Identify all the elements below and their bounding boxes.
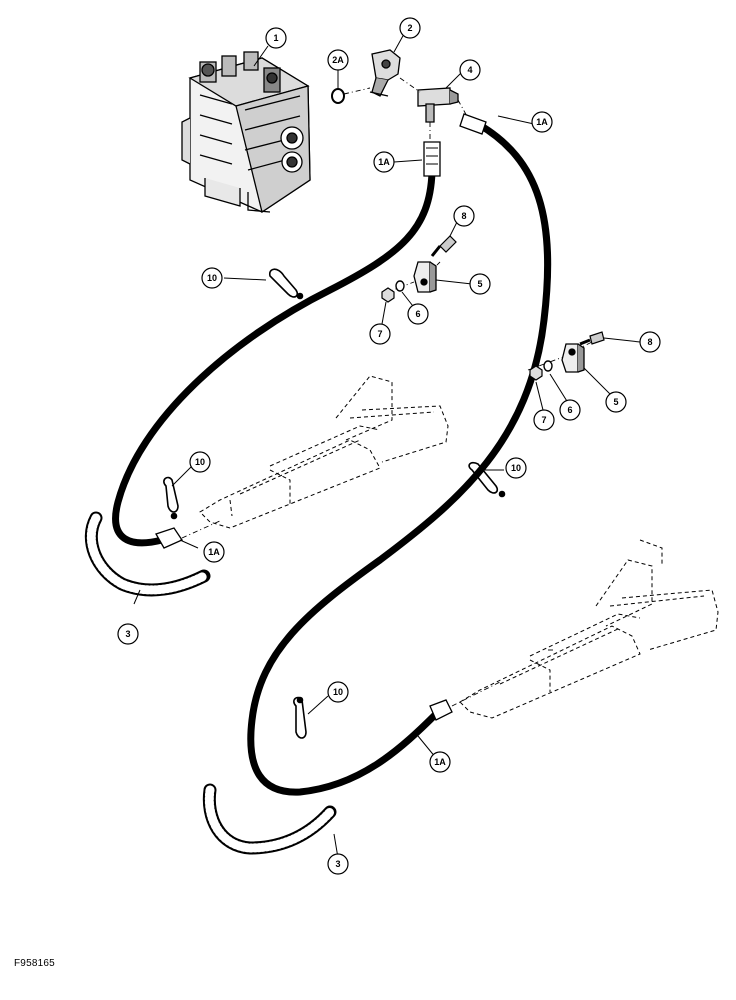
callout-circle — [533, 409, 555, 431]
callout-label: 6 — [567, 405, 572, 415]
callout-6-upper: 6 — [407, 303, 429, 325]
callout-1a-middle: 1A — [203, 541, 225, 563]
callout-10-lower: 10 — [327, 681, 349, 703]
callout-circle — [327, 681, 349, 703]
callout-label: 2 — [407, 23, 412, 33]
callout-circle — [429, 751, 451, 773]
hose-tie-lower — [293, 696, 307, 739]
callout-2a: 2A — [327, 49, 349, 71]
control-valve — [181, 51, 311, 214]
callout-8-upper: 8 — [453, 205, 475, 227]
clamp-lower — [561, 343, 585, 373]
callout-circle — [203, 541, 225, 563]
callout-5-upper: 5 — [469, 273, 491, 295]
bolt-upper — [430, 235, 457, 257]
callout-6-lower: 6 — [559, 399, 581, 421]
callout-2: 2 — [399, 17, 421, 39]
callout-label: 2A — [332, 55, 344, 65]
callout-3-upper: 3 — [117, 623, 139, 645]
callout-label: 6 — [415, 309, 420, 319]
callout-circle — [369, 323, 391, 345]
callout-label: 10 — [207, 273, 217, 283]
callout-8-lower: 8 — [639, 331, 661, 353]
callout-circle — [201, 267, 223, 289]
callout-circle — [605, 391, 627, 413]
callout-circle — [117, 623, 139, 645]
callout-label: 10 — [333, 687, 343, 697]
nut-upper — [381, 287, 395, 303]
callout-circle — [327, 853, 349, 875]
callout-7-lower: 7 — [533, 409, 555, 431]
callout-label: 10 — [195, 457, 205, 467]
callout-circle — [459, 59, 481, 81]
protective-sleeve-upper — [84, 511, 211, 597]
callout-circle — [189, 451, 211, 473]
callout-circle — [531, 111, 553, 133]
callout-label: 3 — [335, 859, 340, 869]
washer-lower — [543, 360, 553, 372]
tee-fitting — [417, 87, 459, 123]
callout-label: 1A — [208, 547, 220, 557]
callout-label: 3 — [125, 629, 130, 639]
callout-5-lower: 5 — [605, 391, 627, 413]
callout-10-right: 10 — [505, 457, 527, 479]
callout-circle — [639, 331, 661, 353]
callout-circle — [453, 205, 475, 227]
callout-circle — [373, 151, 395, 173]
callout-label: 1A — [434, 757, 446, 767]
callout-label: 5 — [477, 279, 482, 289]
callout-circle — [469, 273, 491, 295]
callout-3-lower: 3 — [327, 853, 349, 875]
callout-10-middle: 10 — [189, 451, 211, 473]
callout-label: 1 — [273, 33, 278, 43]
callout-circle — [327, 49, 349, 71]
callout-label: 7 — [377, 329, 382, 339]
callouts: 1 2 2A 4 1A 1A 8 5 6 7 10 8 5 6 7 10 10 1A 3 10 1A 3 — [117, 17, 661, 875]
elbow-fitting — [369, 49, 401, 97]
protective-sleeve-lower — [202, 783, 337, 855]
hose-tie-upper-left — [268, 268, 304, 300]
callout-label: 8 — [647, 337, 652, 347]
leader-lines — [133, 33, 641, 859]
callout-4: 4 — [459, 59, 481, 81]
callout-label: 10 — [511, 463, 521, 473]
callout-circle — [407, 303, 429, 325]
o-ring — [331, 88, 345, 104]
callout-7-upper: 7 — [369, 323, 391, 345]
callout-circle — [559, 399, 581, 421]
hose-right — [247, 113, 552, 796]
hose-tie-middle — [163, 476, 179, 520]
callout-label: 1A — [536, 117, 548, 127]
callout-1a-lower: 1A — [429, 751, 451, 773]
nut-lower — [529, 365, 543, 381]
callout-1a-top-right: 1A — [531, 111, 553, 133]
upper-cylinder-outline — [199, 375, 449, 529]
callout-10-upper-left: 10 — [201, 267, 223, 289]
clamp-upper — [413, 261, 437, 293]
callout-label: 1A — [378, 157, 390, 167]
lower-cylinder-outline — [459, 539, 719, 719]
callout-label: 5 — [613, 397, 618, 407]
hose-tie-right — [468, 461, 506, 498]
hose-left — [112, 141, 441, 549]
callout-label: 8 — [461, 211, 466, 221]
figure-id: F958165 — [14, 958, 55, 969]
washer-upper — [395, 280, 405, 292]
callout-circle — [265, 27, 287, 49]
callout-circle — [505, 457, 527, 479]
callout-label: 4 — [467, 65, 472, 75]
bolt-lower — [579, 331, 605, 346]
callout-1a-top-left: 1A — [373, 151, 395, 173]
callout-1: 1 — [265, 27, 287, 49]
callout-label: 7 — [541, 415, 546, 425]
callout-circle — [399, 17, 421, 39]
